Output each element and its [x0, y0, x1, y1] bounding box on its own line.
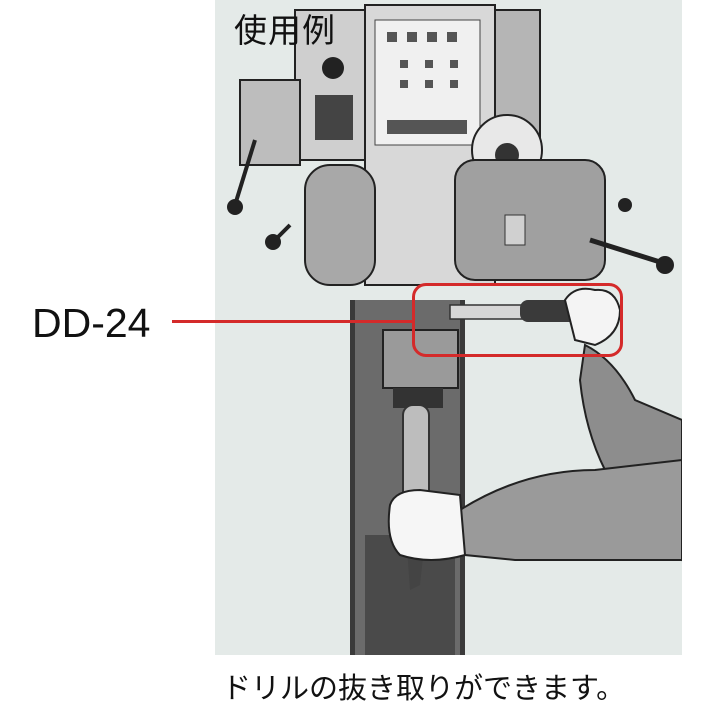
usage-example-label: 使用例 [234, 11, 336, 50]
description-caption: ドリルの抜き取りができます。 [222, 671, 626, 705]
product-usage-photo [215, 0, 682, 655]
product-code-label: DD-24 [32, 300, 151, 346]
tool-highlight-box [412, 283, 623, 357]
drill-press-illustration [227, 4, 682, 655]
callout-leader-line [172, 320, 412, 323]
